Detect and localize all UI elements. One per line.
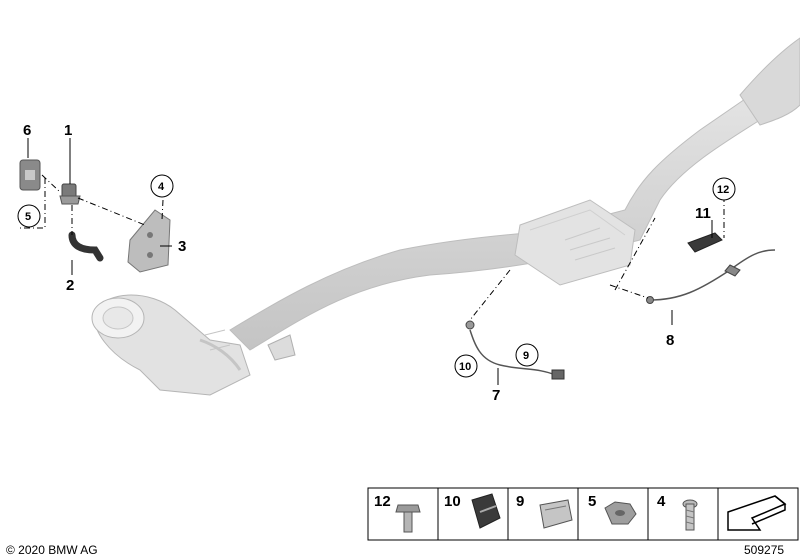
pressure-sensor-part-1	[59, 183, 81, 205]
hose-part-2	[68, 231, 104, 262]
spring-clip-icon	[539, 499, 573, 529]
legend-number-9: 9	[516, 493, 524, 510]
cable-clip-icon	[471, 493, 501, 529]
exhaust-pipe	[229, 37, 800, 351]
hex-flange-bolt-icon	[395, 504, 421, 533]
callout-3: 3	[178, 238, 186, 255]
rubber-mount-part-6	[19, 159, 41, 191]
temperature-sensor-part-8	[646, 249, 776, 304]
reference-number: 509275	[744, 543, 784, 557]
hex-flange-nut-icon	[604, 501, 637, 525]
solid-leaders	[27, 138, 713, 385]
exhaust-sensor-part-7	[465, 320, 565, 380]
legend-number-12: 12	[374, 493, 391, 510]
torx-screw-icon	[682, 499, 698, 531]
callout-1: 1	[64, 122, 72, 139]
legend-number-4: 4	[657, 493, 666, 510]
callout-4: 4	[158, 181, 165, 193]
direction-arrow-icon	[727, 495, 787, 531]
callout-6: 6	[23, 122, 31, 139]
callout-5: 5	[25, 211, 31, 223]
callouts: 1 2 3 4 5 6 7 8 9 10 11 12	[17, 122, 736, 404]
callout-11: 11	[695, 205, 711, 222]
leader-lines	[20, 174, 725, 321]
callout-7: 7	[492, 387, 500, 404]
callout-2: 2	[66, 277, 74, 294]
copyright-text: © 2020 BMW AG	[6, 543, 98, 557]
center-silencer	[514, 199, 636, 286]
legend-number-10: 10	[444, 493, 461, 510]
catalytic-converter	[91, 294, 251, 396]
callout-12: 12	[717, 184, 729, 196]
pipe-bracket	[267, 334, 296, 361]
legend-number-5: 5	[588, 493, 596, 510]
callout-10: 10	[459, 361, 471, 373]
callout-8: 8	[666, 332, 674, 349]
sensor-holder-part-11	[687, 232, 723, 253]
small-parts-legend: 12 10 9 5 4	[367, 487, 799, 541]
bracket-part-3	[127, 209, 171, 273]
callout-9: 9	[523, 350, 529, 362]
